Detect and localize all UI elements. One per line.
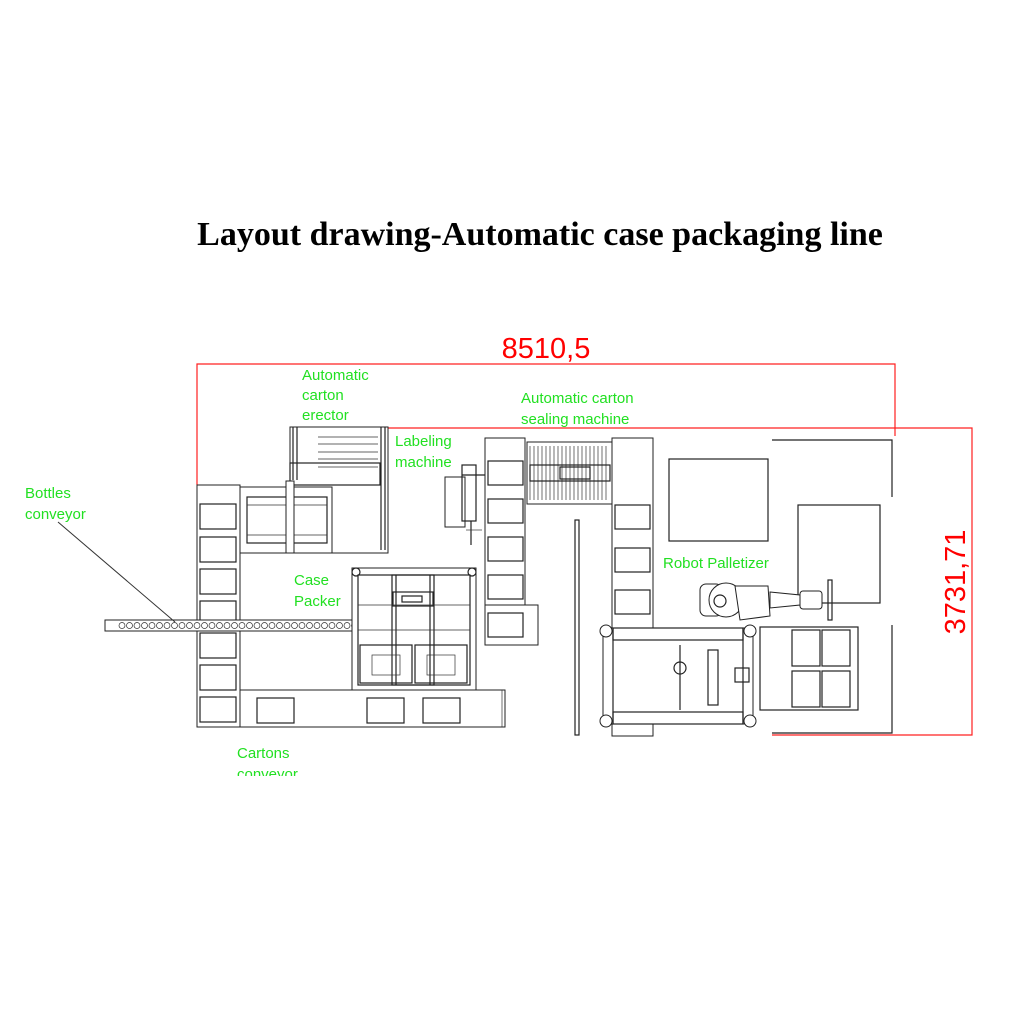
pallet-area-2 <box>797 504 881 604</box>
drawing-title: Layout drawing-Automatic case packaging … <box>197 216 883 253</box>
bottle-icon <box>291 622 298 629</box>
bottle-icon <box>208 622 216 629</box>
bottle-icon <box>126 622 133 629</box>
safety-fence <box>772 439 893 734</box>
width-dimension-value: 8510,5 <box>502 333 591 365</box>
bottle-icon <box>141 622 148 629</box>
case-packer-machine <box>351 567 477 691</box>
label-line: Cartons <box>237 745 290 762</box>
labeling-machine <box>444 464 488 545</box>
bottle-icon <box>231 622 238 629</box>
label-line: Packer <box>294 593 341 610</box>
bottles-conveyor <box>104 619 373 632</box>
height-dimension-value: 3731,71 <box>940 530 972 635</box>
label-labeling-machine: Labeling machine <box>395 433 452 471</box>
carton-erector-machine <box>239 426 389 554</box>
palletizer-frame <box>599 624 757 728</box>
bottle-icon <box>253 622 261 629</box>
label-line: conveyor <box>25 506 86 523</box>
bottle-icon <box>163 622 171 629</box>
bottle-icon <box>276 622 283 629</box>
label-line: Automatic carton <box>521 390 634 407</box>
left-carton-conveyor <box>196 484 241 728</box>
bottle-icon <box>133 622 141 629</box>
bottle-icon <box>156 622 163 629</box>
bottle-icon <box>328 622 336 629</box>
label-line: carton <box>302 387 344 404</box>
label-carton-erector: Automatic carton erector <box>302 367 369 424</box>
bottle-icon <box>283 622 291 629</box>
bottle-icon <box>193 622 201 629</box>
bottle-icon <box>118 622 126 629</box>
bottle-icon <box>246 622 253 629</box>
bottle-icon <box>238 622 246 629</box>
label-bottles-conveyor: Bottles conveyor <box>25 485 176 623</box>
width-dimension: 8510,5 <box>196 333 896 485</box>
bottle-icon <box>321 622 328 629</box>
bottle-icon <box>261 622 268 629</box>
label-line: Case <box>294 572 329 589</box>
leader-line <box>57 521 176 623</box>
bottle-icon <box>223 622 231 629</box>
bottle-icon <box>178 622 186 629</box>
middle-conveyor <box>484 437 539 646</box>
pallet-boxes <box>759 626 859 711</box>
label-sealing-machine: Automatic carton sealing machine <box>521 390 634 428</box>
guard-bar <box>574 519 580 736</box>
pallet-area-1 <box>668 458 769 542</box>
label-line: sealing machine <box>521 411 629 428</box>
bottle-icon <box>171 622 178 629</box>
height-dimension: 3731,71 <box>388 427 973 736</box>
bottle-icon <box>298 622 306 629</box>
label-line: Automatic <box>302 367 369 384</box>
bottle-icon <box>306 622 313 629</box>
label-cartons-conveyor: Cartons conveyor <box>237 745 298 783</box>
cartons-conveyor <box>239 689 506 728</box>
bottle-icon <box>186 622 193 629</box>
bottle-icon <box>336 622 343 629</box>
label-line: conveyor <box>237 766 298 783</box>
bottle-icon <box>216 622 223 629</box>
bottle-icon <box>201 622 208 629</box>
robot-arm <box>699 579 833 621</box>
label-case-packer: Case Packer <box>294 572 341 610</box>
bottle-icon <box>313 622 321 629</box>
bottle-icon <box>268 622 276 629</box>
sealing-machine <box>526 441 613 505</box>
bottle-icon <box>343 622 351 629</box>
label-line: erector <box>302 407 349 424</box>
label-line: Labeling <box>395 433 452 450</box>
bottle-icon <box>148 622 156 629</box>
label-line: Bottles <box>25 485 71 502</box>
label-line: machine <box>395 454 452 471</box>
label-robot-palletizer: Robot Palletizer <box>663 555 769 572</box>
